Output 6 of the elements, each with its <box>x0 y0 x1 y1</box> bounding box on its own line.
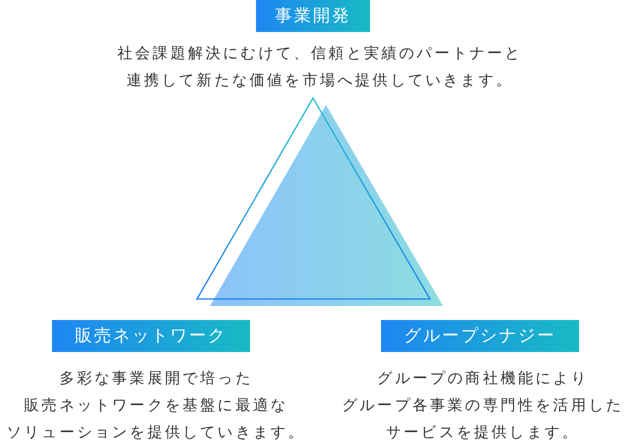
heading-label: 販売ネットワーク <box>52 320 250 352</box>
heading-label: 事業開発 <box>256 0 370 32</box>
description-text: 社会課題解決にむけて、信頼と実績のパートナーと連携して新たな価値を市場へ提供していきます。 <box>118 43 522 91</box>
description-text: 多彩な事業展開で培った販売ネットワークを基盤に最適なソリューションを提供していきます。 <box>6 368 306 440</box>
heading-label: グループシナジー <box>381 320 579 352</box>
description-text: グループの商社機能によりグループ各事業の専門性を活用したサービスを提供します。 <box>342 368 624 440</box>
